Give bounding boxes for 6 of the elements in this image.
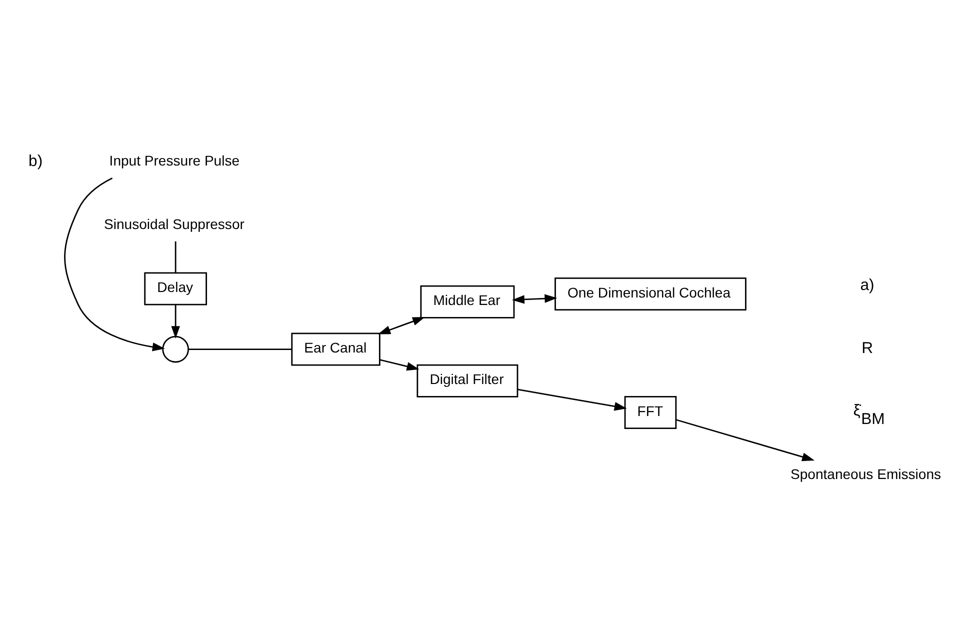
node-text: Input Pressure Pulse (109, 152, 240, 168)
label: b) (28, 152, 43, 170)
node-text: Spontaneous Emissions (790, 466, 942, 482)
label: a) (860, 276, 874, 294)
label: R (862, 340, 874, 357)
node-text: Sinusoidal Suppressor (104, 215, 244, 232)
